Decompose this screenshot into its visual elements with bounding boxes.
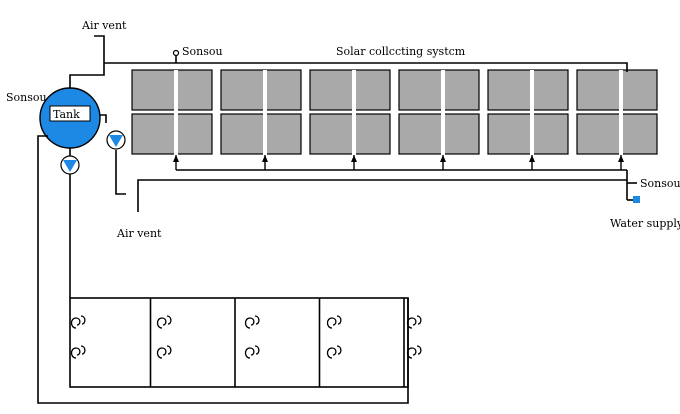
radiator-coil-icon bbox=[244, 315, 260, 329]
sensor-tank-label: Sonsou bbox=[6, 91, 47, 104]
air-vent-top-label: Air vent bbox=[81, 19, 127, 32]
air-vent-top-pipe bbox=[69, 35, 105, 103]
radiator-coil-icon bbox=[70, 315, 86, 329]
collector-panel bbox=[487, 113, 569, 155]
sensor-collector-dot bbox=[172, 49, 180, 57]
collector-panel bbox=[309, 69, 391, 111]
collector-panel bbox=[220, 69, 302, 111]
system-title: Solar collccting systcm bbox=[336, 45, 466, 58]
sensor-collector-label: Sonsou bbox=[182, 45, 223, 58]
air-vent-bottom-label: Air vent bbox=[116, 227, 162, 240]
collector-risers bbox=[174, 70, 623, 155]
flow-arrow-icon bbox=[173, 155, 179, 162]
pump-down-arrow-icon bbox=[63, 160, 77, 172]
water-supply-valve-icon bbox=[633, 196, 640, 203]
heating-room-dividers bbox=[149, 298, 405, 387]
collector-panel bbox=[220, 113, 302, 155]
collector-panel bbox=[576, 113, 658, 155]
radiator-coil-icon bbox=[70, 345, 86, 359]
pump-right-arrow-icon bbox=[109, 135, 123, 147]
tank-return-pipe bbox=[37, 135, 409, 404]
sensor-supply-label: Sonsou bbox=[640, 177, 680, 190]
flow-arrows bbox=[173, 155, 624, 170]
flow-arrow-icon bbox=[529, 155, 535, 162]
flow-arrow-icon bbox=[262, 155, 268, 162]
pump-line bbox=[96, 114, 126, 195]
radiator-coil-icon bbox=[326, 315, 342, 329]
radiator-coil-icon bbox=[406, 315, 422, 329]
radiator-coil-icon bbox=[326, 345, 342, 359]
tank-label: Tank bbox=[53, 108, 80, 121]
return-pipe bbox=[137, 170, 628, 212]
collector-panel bbox=[576, 69, 658, 111]
collector-panel bbox=[131, 69, 213, 111]
flow-arrow-icon bbox=[618, 155, 624, 162]
radiator-coils bbox=[70, 315, 422, 359]
collector-panel bbox=[398, 113, 480, 155]
heating-room-block bbox=[69, 297, 409, 388]
water-supply-label: Water supply bbox=[610, 217, 680, 230]
collector-panel bbox=[131, 113, 213, 155]
flow-arrow-icon bbox=[440, 155, 446, 162]
radiator-coil-icon bbox=[156, 315, 172, 329]
tank-label-box bbox=[49, 105, 91, 122]
collector-panel bbox=[398, 69, 480, 111]
radiator-coil-icon bbox=[406, 345, 422, 359]
radiator-coil-icon bbox=[244, 345, 260, 359]
collector-panel bbox=[487, 69, 569, 111]
solar-collector-array bbox=[131, 69, 658, 155]
collector-panel bbox=[309, 113, 391, 155]
flow-arrow-icon bbox=[351, 155, 357, 162]
collector-top-header bbox=[122, 62, 628, 72]
radiator-coil-icon bbox=[156, 345, 172, 359]
